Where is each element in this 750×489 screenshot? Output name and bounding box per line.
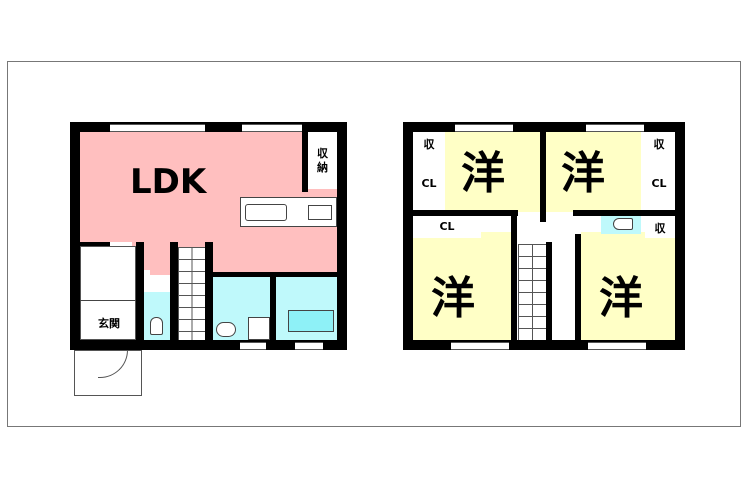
wall (575, 234, 581, 340)
western-room-4-label: 洋 (599, 273, 643, 324)
wall (270, 277, 276, 340)
bathtub-icon (288, 310, 334, 332)
window (295, 342, 323, 350)
wall (573, 210, 675, 216)
storage-closet (308, 132, 337, 189)
entrance-label: 玄関 (98, 317, 120, 330)
storage-label: 収 納 (317, 147, 328, 174)
closet-l (413, 160, 445, 208)
western-room-4 (581, 232, 675, 340)
closet-ml (413, 216, 481, 238)
toilet-icon-2f (613, 218, 633, 230)
wall (337, 122, 347, 350)
stove-icon (308, 205, 332, 220)
western-room-2 (546, 132, 641, 212)
wall (302, 132, 308, 192)
storage-mr (645, 216, 675, 238)
wall (205, 242, 213, 340)
washing-machine-space (248, 317, 270, 340)
western-room-3 (413, 232, 511, 340)
toilet-icon (150, 317, 163, 335)
window (242, 124, 302, 132)
plan-frame (7, 61, 741, 427)
wall (70, 122, 80, 350)
storage-tr-label: 収 (653, 138, 665, 151)
storage-tr (643, 132, 675, 154)
wash-basin-icon (216, 322, 236, 337)
wall (403, 122, 685, 132)
wall (170, 242, 178, 340)
wall (413, 210, 518, 216)
floor-2-plan: 収 CL 収 CL CL 収 洋 洋 洋 洋 (403, 122, 685, 350)
window (455, 124, 513, 132)
wall (675, 122, 685, 350)
western-room-1 (445, 132, 540, 212)
western-room-1-label: 洋 (461, 148, 505, 199)
wall (70, 122, 347, 132)
wall (403, 340, 685, 350)
window (588, 342, 646, 350)
hallway (513, 214, 579, 244)
wall (70, 340, 347, 350)
floor-1-plan: 収 納 LDK 玄関 (70, 122, 347, 350)
storage-tl-label: 収 (423, 138, 435, 151)
window (586, 124, 644, 132)
closet-l-label: CL (421, 177, 437, 190)
staircase-2f (518, 244, 546, 340)
wall (213, 272, 337, 277)
entrance-hall (80, 246, 136, 340)
step-line (80, 300, 136, 301)
wall (80, 242, 110, 246)
wall (511, 216, 517, 340)
window (240, 342, 266, 350)
closet-ml-label: CL (439, 220, 455, 233)
window (110, 124, 205, 132)
ldk-label: LDK (130, 162, 207, 202)
staircase (178, 247, 205, 340)
closet-r (643, 160, 675, 208)
closet-r-label: CL (651, 177, 667, 190)
kitchen-sink (245, 204, 287, 221)
wall (546, 242, 552, 340)
wall (136, 242, 144, 340)
storage-mr-label: 収 (654, 222, 666, 235)
western-room-3-label: 洋 (431, 273, 475, 324)
wall (403, 122, 413, 350)
western-room-2-label: 洋 (561, 148, 605, 199)
storage-tl (413, 132, 445, 154)
wall (540, 132, 546, 222)
window (451, 342, 509, 350)
